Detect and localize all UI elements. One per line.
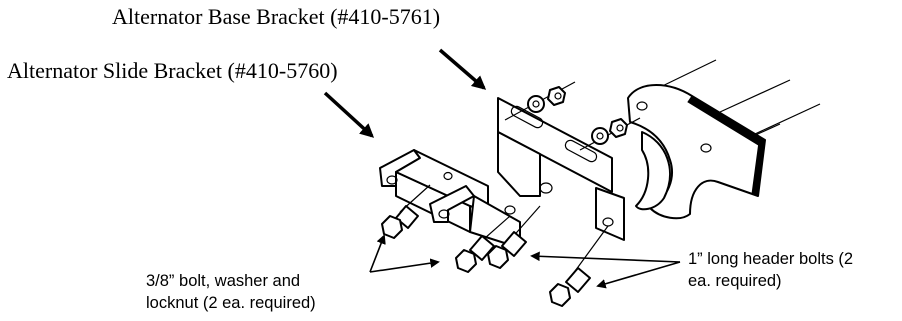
bolt-note-line1: 3/8” bolt, washer and: [146, 272, 300, 290]
slide-bracket: [379, 149, 521, 249]
washer-nut-stack-lower: [579, 117, 641, 151]
header-note-line1: 1” long header bolts (2: [688, 250, 853, 268]
bolt-1: [381, 184, 431, 239]
base-bracket-arrow: [438, 48, 487, 90]
header-note-arrow-2: [596, 261, 681, 289]
base-bracket-label: Alternator Base Bracket (#410-5761): [112, 4, 440, 29]
header-note-line2: ea. required): [688, 272, 782, 290]
slide-bracket-arrow: [323, 91, 375, 138]
bolt-2: [455, 215, 511, 273]
bolt-note-arrow-1: [369, 234, 386, 273]
bolt-3: [487, 205, 541, 269]
washer-nut-stack-upper: [504, 81, 576, 121]
bolt-4: [549, 225, 609, 307]
bolt-note-arrow-2: [369, 258, 440, 273]
engine-header-plate: [627, 59, 821, 220]
base-bracket: [497, 97, 625, 241]
slide-bracket-label: Alternator Slide Bracket (#410-5760): [7, 58, 338, 83]
header-note-arrow-1: [530, 251, 681, 263]
bolt-note-line2: locknut (2 ea. required): [146, 294, 316, 312]
